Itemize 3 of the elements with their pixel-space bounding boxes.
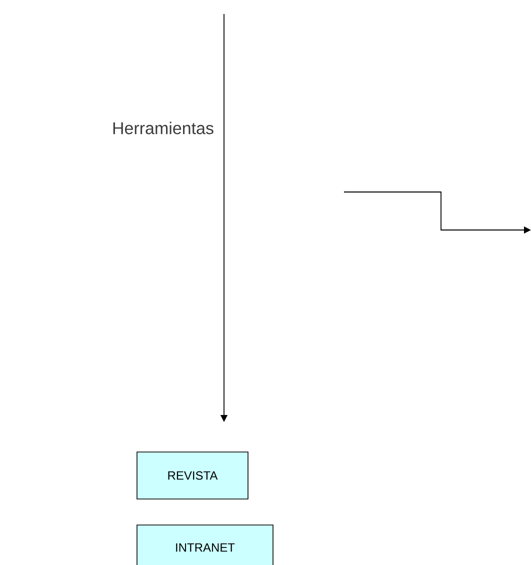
label-text: Herramientas	[113, 122, 214, 134]
text-box: REVISTA	[136, 452, 248, 500]
text-box: INTRANET	[136, 524, 274, 565]
